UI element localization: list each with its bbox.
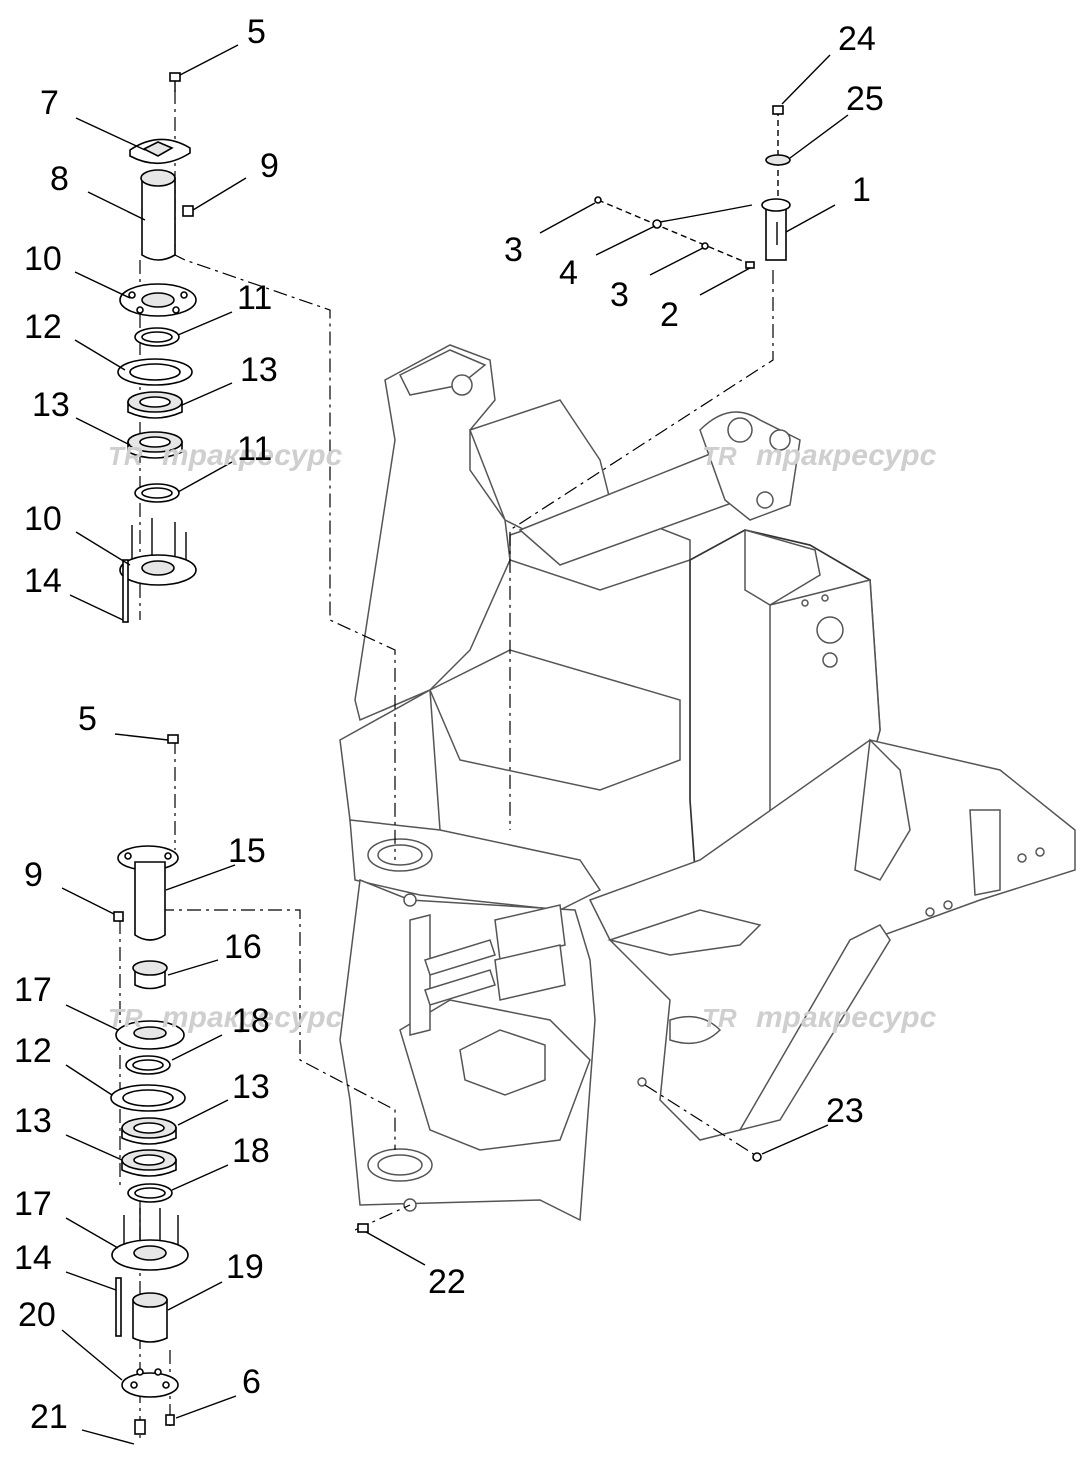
callout-label: 16: [224, 928, 262, 966]
callout-label: 11: [237, 430, 272, 468]
lower-pivot-stack: [110, 734, 189, 1435]
loader-front-frame: [339, 344, 1076, 1222]
fitting-22: [357, 1223, 369, 1233]
callout-label: 13: [240, 351, 278, 389]
callout-label: 13: [232, 1068, 270, 1106]
callout-label: 25: [846, 80, 884, 118]
callout-label: 19: [226, 1248, 264, 1286]
callout-label: 23: [826, 1092, 864, 1130]
callout-label: 15: [228, 832, 266, 870]
callout-label: 14: [24, 562, 62, 600]
assembly-center-lines: [119, 90, 779, 1440]
callout-label: 3: [610, 276, 629, 314]
watermark-logo: TR: [702, 441, 737, 471]
watermark-3: TR тракресурс: [108, 1001, 343, 1034]
watermark-logo: TR: [108, 1003, 143, 1033]
watermark-logo: TR: [702, 1003, 737, 1033]
watermark-logo: TR: [108, 441, 143, 471]
upper-pivot-stack: [117, 72, 197, 623]
callout-label: 12: [24, 308, 62, 346]
watermark-text: тракресурс: [162, 439, 343, 472]
callout-label: 17: [14, 971, 52, 1009]
callout-label: 1: [852, 171, 871, 209]
callout-label: 21: [30, 1398, 68, 1436]
callout-label: 14: [14, 1239, 52, 1277]
fitting-23: [752, 1152, 762, 1162]
callout-label: 20: [18, 1296, 56, 1334]
callout-label: 3: [504, 231, 523, 269]
watermark-text: тракресурс: [162, 1001, 343, 1034]
watermark-1: TR тракресурс: [108, 439, 343, 472]
callout-label: 18: [232, 1132, 270, 1170]
callout-label: 2: [660, 296, 679, 334]
callout-label: 8: [50, 160, 69, 198]
callout-label: 18: [232, 1002, 270, 1040]
callout-label: 12: [14, 1032, 52, 1070]
callout-label: 22: [428, 1263, 466, 1301]
watermark-text: тракресурс: [756, 1001, 937, 1034]
callout-label: 6: [242, 1363, 261, 1401]
watermark-2: TR тракресурс: [702, 439, 937, 472]
callout-label: 17: [14, 1185, 52, 1223]
callout-label: 5: [247, 13, 266, 51]
callout-label: 13: [14, 1102, 52, 1140]
callout-label: 5: [78, 700, 97, 738]
callout-label: 10: [24, 500, 62, 538]
callout-leaders: [61, 44, 849, 1445]
callout-label: 4: [559, 254, 578, 292]
callout-label: 7: [40, 84, 59, 122]
callout-labels: 5 7 8 9 10 11 12 13 13 11 10 14 24 25 1 …: [14, 13, 884, 1436]
callout-label: 13: [32, 386, 70, 424]
watermark-4: TR тракресурс: [702, 1001, 937, 1034]
callout-label: 10: [24, 240, 62, 278]
callout-label: 11: [237, 279, 272, 317]
callout-label: 24: [838, 20, 876, 58]
watermark-text: тракресурс: [756, 439, 937, 472]
sensor-assembly: [594, 105, 791, 269]
callout-label: 9: [24, 856, 43, 894]
callout-label: 9: [260, 147, 279, 185]
